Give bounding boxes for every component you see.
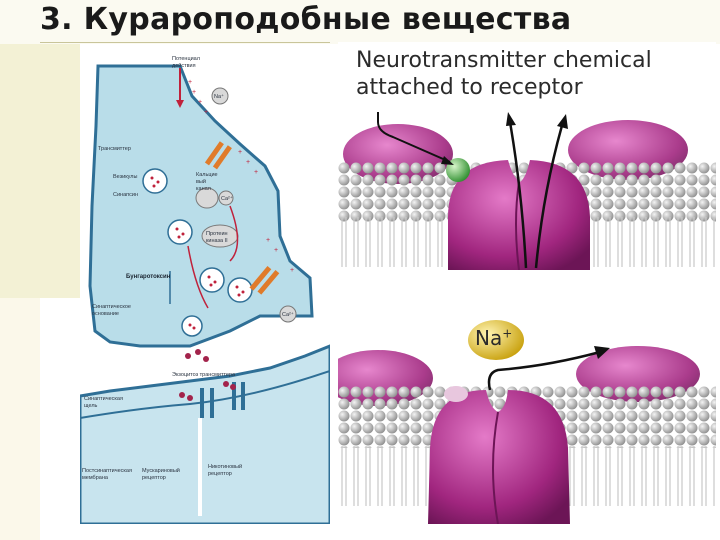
ca-ion-circle <box>218 190 234 206</box>
title-underline <box>40 42 330 43</box>
label-action-potential-1: Потенциал <box>172 56 200 62</box>
label-vesicles: Везикулы <box>113 174 138 180</box>
label-synaptic-cleft-2: щель <box>84 403 98 409</box>
na-ion-label: Na⁺ <box>214 93 224 100</box>
sodium-flow-arrow <box>487 350 601 391</box>
na-channel-right <box>212 145 232 170</box>
receptor-panel-top: Neurotransmitter chemical attached to re… <box>338 42 716 270</box>
nicotinic-receptor-stem-right <box>210 388 214 418</box>
vesicle-1 <box>142 168 168 194</box>
label-muscarinic-receptor-1: Мускариновый <box>142 467 180 474</box>
label-postsynaptic-membrane-2: мембрана <box>82 475 109 481</box>
title-bar <box>0 0 720 44</box>
pathway-arrow-2 <box>187 245 209 309</box>
na-ion-circle <box>211 87 229 105</box>
ion-flow-arrow-1 <box>508 121 528 269</box>
sodium-charge: + <box>502 326 513 341</box>
caption-line-2: attached to receptor <box>356 75 583 100</box>
svg-text:+: + <box>246 159 250 166</box>
svg-text:+: + <box>198 99 202 106</box>
label-nicotinic-receptor-1: Никотиновый <box>208 463 242 470</box>
membrane-charge-signs: ++++ +++ +++ <box>188 79 294 274</box>
nicotinic-receptor-stem-left <box>200 388 204 418</box>
ca-ion-label-2: Ca²⁺ <box>282 311 294 318</box>
vesicle-2 <box>167 219 193 245</box>
svg-text:+: + <box>266 237 270 244</box>
label-muscarinic-receptor-2: рецептор <box>142 475 166 481</box>
muscarinic-receptor-stem-left <box>232 382 236 410</box>
label-released-transmitter: Экзоцитоз трансмиттера <box>172 372 236 378</box>
label-postsynaptic-membrane-1: Постсинаптическая <box>82 468 132 474</box>
central-receptor <box>448 160 590 270</box>
pathway-arrow-1 <box>229 205 239 262</box>
svg-text:+: + <box>290 267 294 274</box>
svg-text:+: + <box>204 109 208 116</box>
svg-text:+: + <box>274 247 278 254</box>
label-protein-kinase-2: киназа II <box>206 238 228 244</box>
calcium-channel-blob <box>195 187 219 209</box>
sodium-symbol: Na <box>475 326 503 350</box>
left-decor-block <box>0 44 80 298</box>
vesicle-3 <box>199 267 225 293</box>
label-synaptic-base-2: основание <box>92 311 119 317</box>
svg-text:+: + <box>192 89 196 96</box>
label-calcium-channel-2: вый <box>196 178 206 185</box>
receptor-panel-bottom: Na+ <box>338 278 716 524</box>
na-channel-left <box>204 141 224 166</box>
released-transmitter <box>179 349 236 401</box>
caption-line-1: Neurotransmitter chemical <box>356 48 652 73</box>
caption-pointer-arrow <box>377 112 451 163</box>
central-receptor-2 <box>428 390 570 524</box>
ca-channel-left <box>249 265 272 291</box>
label-action-potential-2: действия <box>172 62 196 69</box>
svg-text:+: + <box>188 79 192 86</box>
label-transmitter: Трансмиттер <box>98 146 131 152</box>
label-synaptic-cleft-1: Синаптическая <box>84 396 123 402</box>
label-synapsin: Синапсин <box>113 192 138 198</box>
label-nicotinic-receptor-2: рецептор <box>208 471 232 477</box>
label-calcium-channel-1: Кальцие <box>196 172 218 178</box>
vesicle-4 <box>227 277 253 303</box>
label-synaptic-base-1: Синаптическое <box>92 304 131 310</box>
vesicle-fusing <box>181 315 203 337</box>
slide-title: 3. Курароподобные вещества <box>40 2 572 37</box>
synapse-diagram-svg: Na⁺ Ca²⁺ Ca²⁺ ++++ +++ +++ Потенциал дей… <box>80 46 330 524</box>
ion-flow-arrow-2 <box>534 121 565 269</box>
receptor-top-svg <box>338 42 716 270</box>
sodium-label: Na+ <box>475 326 512 350</box>
label-calcium-channel-3: канал <box>196 186 211 192</box>
unbound-ligand-site <box>444 386 468 402</box>
sodium-ion <box>468 320 524 360</box>
label-protein-kinase-1: Протеин <box>206 231 228 237</box>
ca-ion-circle-2 <box>279 305 297 323</box>
label-bungarotoxin: Бунгаротоксин <box>126 274 171 280</box>
muscarinic-receptor-stem-right <box>241 382 245 410</box>
ca-ion-label: Ca²⁺ <box>221 195 233 202</box>
svg-text:+: + <box>238 149 242 156</box>
ca-channel-right <box>257 269 280 295</box>
receptor-bottom-svg <box>338 278 716 524</box>
svg-text:+: + <box>254 169 258 176</box>
synapse-diagram: Na⁺ Ca²⁺ Ca²⁺ ++++ +++ +++ Потенциал дей… <box>80 46 330 524</box>
